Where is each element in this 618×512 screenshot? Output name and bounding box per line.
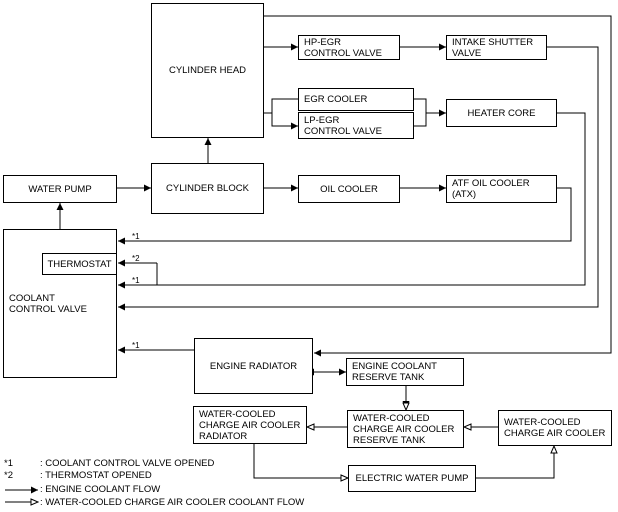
legend-text-2: : THERMOSTAT OPENED [40,470,152,481]
marker-1-radiator: *1 [132,341,140,350]
wc-reserve-label-3: RESERVE TANK [353,434,426,446]
electric-water-pump-box: ELECTRIC WATER PUMP [348,465,476,492]
hp-egr-label-2: CONTROL VALVE [304,47,382,59]
flow-head-top-return [264,15,612,357]
wc-radiator-label-2: CHARGE AIR COOLER [199,419,301,431]
lp-egr-label-1: LP-EGR [304,114,340,126]
legend-text-1: : COOLANT CONTROL VALVE OPENED [40,458,215,469]
lp-egr-label-2: CONTROL VALVE [304,125,382,137]
heater-core-label: HEATER CORE [467,107,536,119]
marker-2-thermostat: *2 [132,254,140,263]
engine-radiator-label: ENGINE RADIATOR [209,360,298,372]
atf-oil-cooler-box: ATF OIL COOLER(ATX) [446,175,557,203]
wc-flow-pump-to-cooler [476,446,554,479]
reserve-label-1: ENGINE COOLANT [352,361,437,372]
electric-pump-label: ELECTRIC WATER PUMP [355,473,469,484]
cylinder-head-box: CYLINDER HEAD [151,3,264,138]
flow-atf-return [118,187,572,245]
legend-text-wc-flow: : WATER-COOLED CHARGE AIR COOLER COOLANT… [40,497,305,508]
wc-radiator-label-3: RADIATOR [199,430,248,442]
intake-shutter-label-2: VALVE [452,47,482,59]
oil-cooler-label: OIL COOLER [320,183,378,195]
marker-1-atf-return: *1 [132,232,140,241]
cylinder-block-box: CYLINDER BLOCK [151,163,264,214]
egr-cooler-label: EGR COOLER [304,94,368,105]
water-pump-label: WATER PUMP [28,183,92,195]
coolant-valve-label-2: CONTROL VALVE [9,303,87,315]
coolant-valve-label-1: COOLANT [9,292,55,304]
cylinder-head-label: CYLINDER HEAD [168,65,247,76]
wc-reserve-label-2: CHARGE AIR COOLER [353,423,455,435]
wc-radiator-label-1: WATER-COOLED [199,408,276,420]
legend-key-2: *2 [4,470,13,481]
thermostat-label: THERMOSTAT [47,258,112,270]
cylinder-block-label: CYLINDER BLOCK [166,183,249,194]
water-pump-box: WATER PUMP [3,175,117,203]
flow-head-branch [264,98,298,127]
egr-cooler-box: EGR COOLER [298,88,414,111]
flow-intake-return [118,46,599,311]
wc-cooler-label-1: WATER-COOLED [504,417,581,428]
legend-text-engine-flow: : ENGINE COOLANT FLOW [40,484,161,495]
thermostat-box: THERMOSTAT [42,253,117,275]
intake-shutter-label-1: INTAKE SHUTTER [452,36,534,48]
wc-reserve-label-1: WATER-COOLED [353,412,430,424]
atf-label-2: (ATX) [452,189,477,200]
wc-flow-radiator-to-pump [253,444,348,478]
hp-egr-label-1: HP-EGR [304,36,341,48]
reserve-label-2: RESERVE TANK [352,372,425,383]
flow-heater-return [118,112,586,289]
engine-radiator-box: ENGINE RADIATOR [194,338,313,394]
marker-1-heater-return: *1 [132,276,140,285]
heater-core-box: HEATER CORE [446,99,557,127]
wc-cooler-label-2: CHARGE AIR COOLER [504,428,606,439]
oil-cooler-box: OIL COOLER [298,175,400,203]
flow-head-branch-arrows [286,98,298,126]
atf-label-1: ATF OIL COOLER [452,178,530,189]
legend-key-1: *1 [4,458,13,469]
